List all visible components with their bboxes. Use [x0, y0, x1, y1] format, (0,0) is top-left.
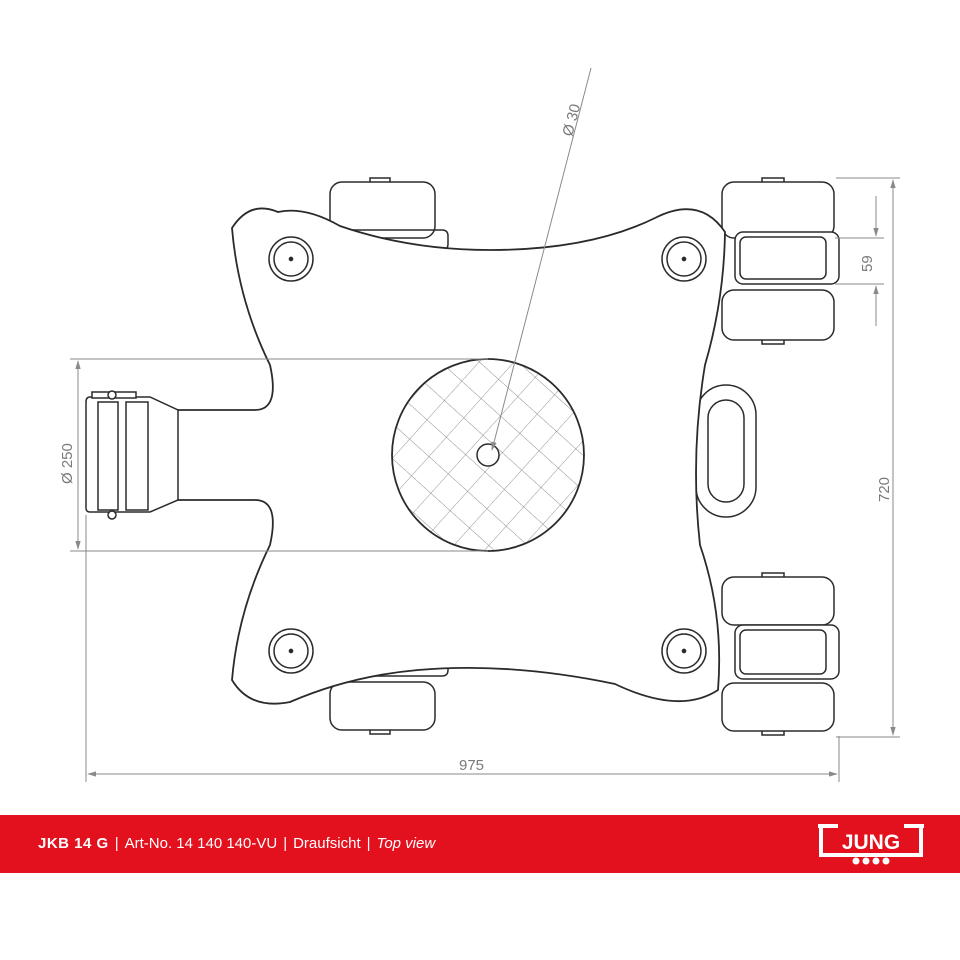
roller-top-right — [721, 177, 840, 345]
dim-label-width: 975 — [459, 757, 484, 774]
tow-bar — [85, 390, 179, 520]
roller-top-left — [329, 177, 449, 251]
dim-label-height: 720 — [876, 477, 893, 502]
separator: | — [114, 835, 119, 852]
footer-banner: JKB 14 G | Art-No. 14 140 140-VU | Draufsich… — [0, 815, 960, 873]
article-number: Art-No. 14 140 140-VU — [124, 835, 278, 852]
side-handle — [695, 384, 757, 518]
corner-bolt-bottom-left — [268, 628, 314, 674]
technical-drawing: Ø 30 Ø 250 59 720 975 — [59, 67, 900, 782]
corner-bolt-top-left — [268, 236, 314, 282]
dim-label-spacing: 59 — [859, 255, 876, 272]
corner-bolt-bottom-right — [661, 628, 707, 674]
dimension-overall-height: 720 — [836, 177, 900, 738]
dimension-plate-diameter: Ø 250 — [59, 358, 488, 552]
footer-caption: JKB 14 G | Art-No. 14 140 140-VU | Draufsich… — [38, 815, 435, 873]
jung-logo: JUNG — [818, 824, 924, 865]
corner-bolt-top-right — [661, 236, 707, 282]
dimension-overall-width: 975 — [85, 515, 840, 782]
dimension-roller-spacing: 59 — [835, 196, 884, 326]
roller-bottom-left — [329, 668, 449, 735]
roller-bottom-right — [721, 572, 840, 736]
dim-label-plate: Ø 250 — [59, 443, 76, 484]
view-label-en: Top view — [376, 835, 436, 852]
turntable-plate — [391, 358, 585, 552]
model-name: JKB 14 G — [38, 835, 109, 852]
separator: | — [283, 835, 288, 852]
view-label-de: Draufsicht — [293, 835, 361, 852]
separator: | — [366, 835, 371, 852]
dim-label-pin: Ø 30 — [559, 102, 584, 138]
center-pin — [476, 443, 500, 467]
logo-text: JUNG — [842, 831, 900, 854]
